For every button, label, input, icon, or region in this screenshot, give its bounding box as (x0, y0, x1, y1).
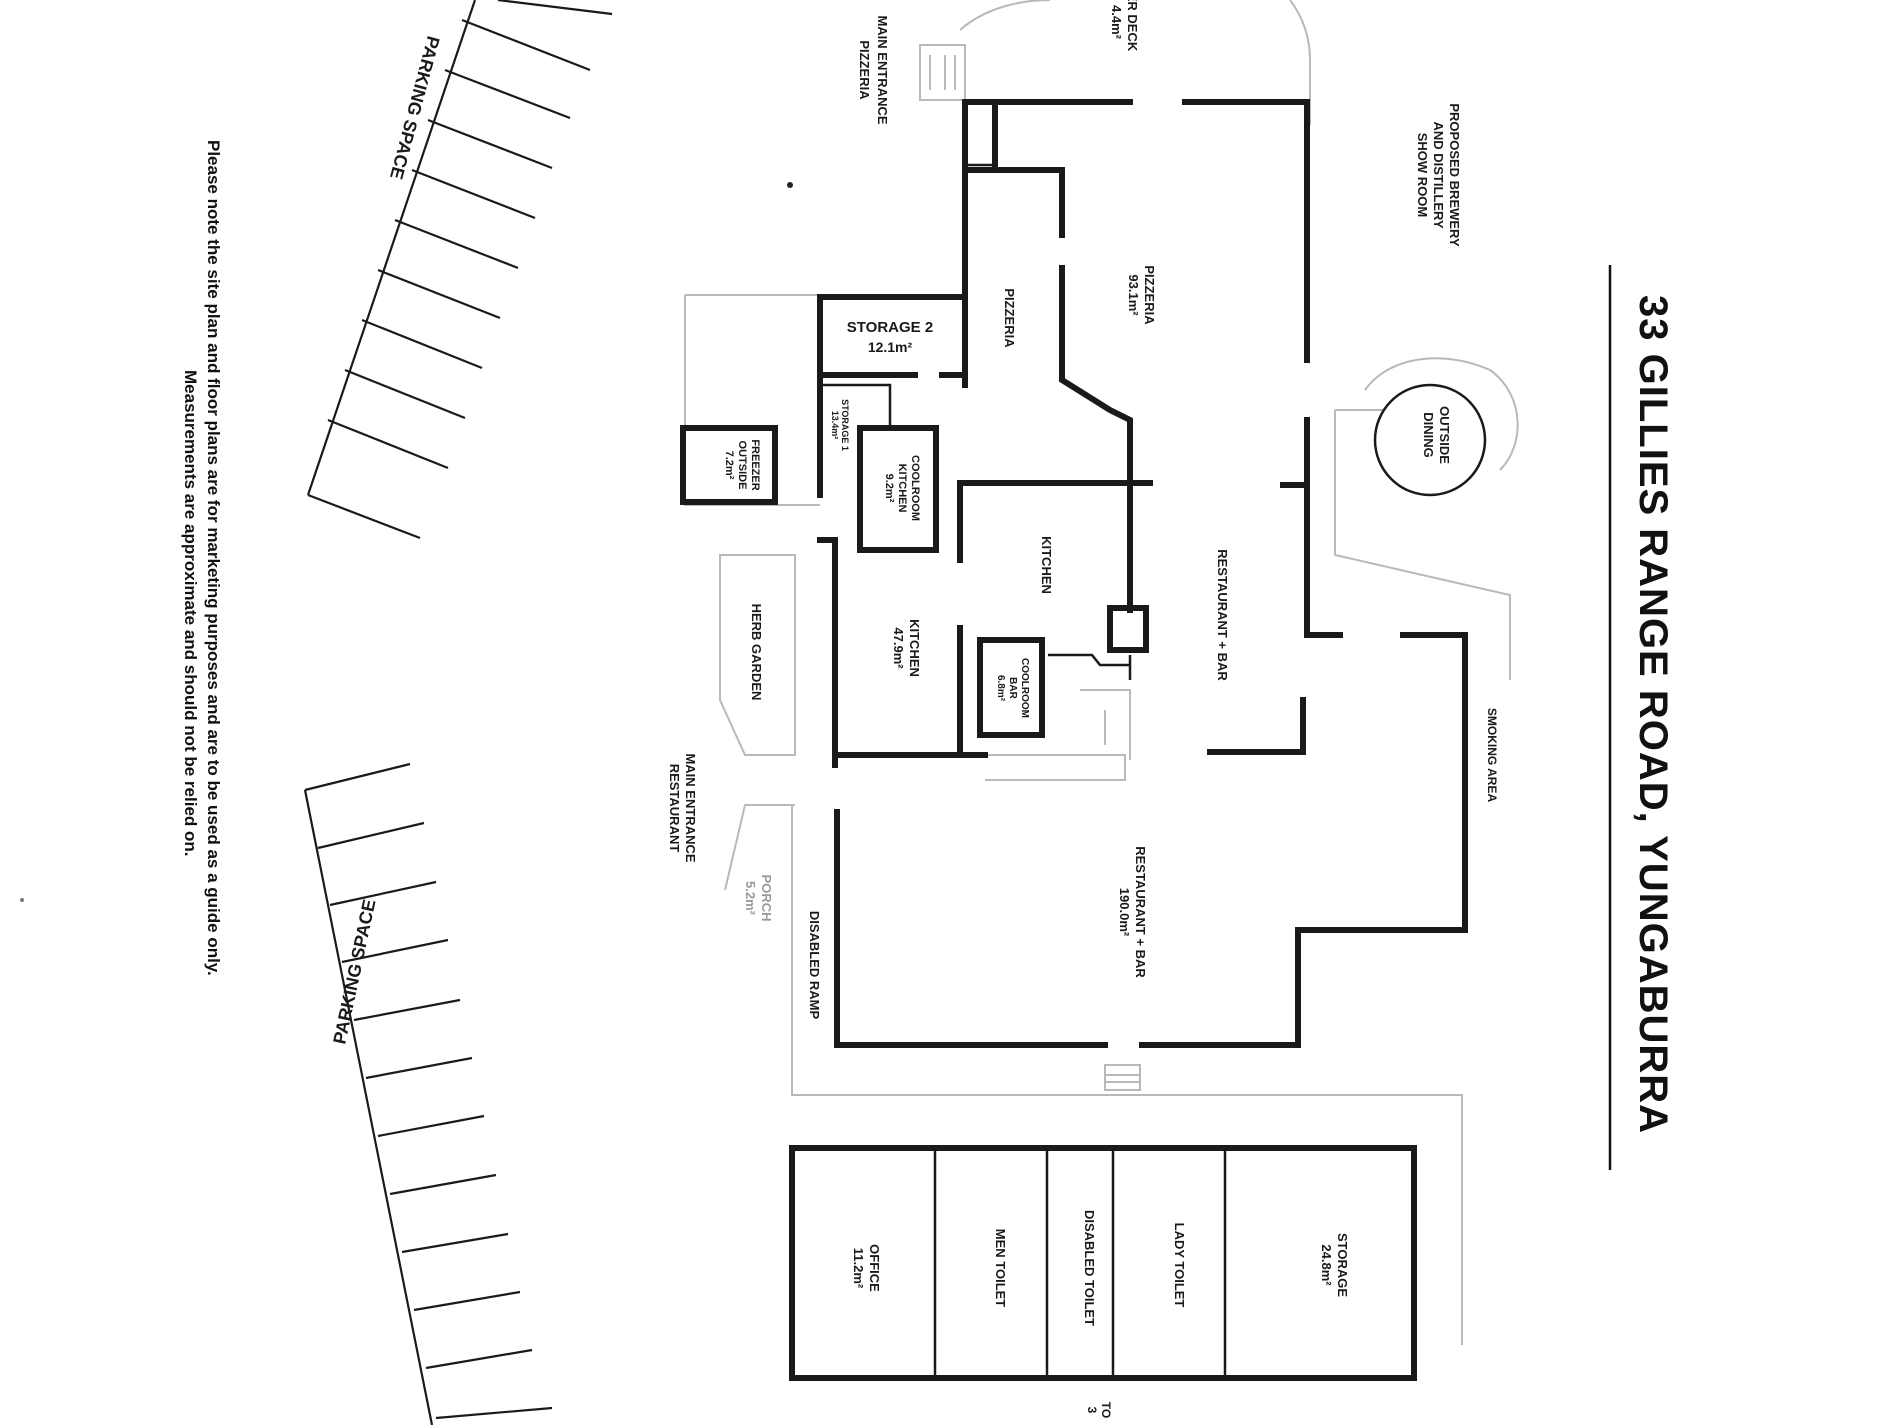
upper-deck-area: 4.4m² (1109, 5, 1124, 40)
outside-dining-circle (1373, 383, 1487, 497)
storage-1-label: STORAGE 1 (840, 399, 850, 451)
restaurant-bar-area-label: RESTAURANT + BAR (1133, 846, 1148, 978)
porch-label: PORCH (759, 875, 774, 922)
restaurant-bar-label: RESTAURANT + BAR (1215, 549, 1230, 681)
coolroom-kitchen-label-2: KITCHEN (896, 464, 908, 513)
storage-1-area: 13.4m² (830, 411, 840, 440)
office-label: OFFICE (867, 1244, 882, 1292)
smoking-area-label: SMOKING AREA (1485, 708, 1499, 803)
porch-area: 5.2m² (743, 881, 758, 916)
disabled-ramp-label: DISABLED RAMP (807, 911, 822, 1020)
pizzeria-label: PIZZERIA (1002, 288, 1017, 348)
freezer-area: 7.2m² (723, 451, 735, 480)
kitchen-area-label: KITCHEN (907, 619, 922, 677)
brewery-label: PROPOSED BREWERY (1447, 103, 1462, 247)
disabled-toilet-label: DISABLED TOILET (1082, 1210, 1097, 1326)
coolroom-bar-label-2: BAR (1007, 677, 1018, 699)
restaurant-bar-area-value: 190.0m² (1117, 888, 1132, 937)
pizzeria-area-value: 93.1m² (1126, 274, 1141, 316)
parking-label-upper: PARKING SPACE (386, 34, 443, 182)
outside-dining-label-2: DINING (1421, 412, 1436, 458)
upper-deck-label: ER DECK (1125, 0, 1140, 52)
outside-dining-label: OUTSIDE (1437, 406, 1452, 464)
storage-area: 24.8m² (1319, 1244, 1334, 1286)
marker-dot (20, 898, 24, 902)
disclaimer-line-2: Measurements are approximate and should … (181, 370, 200, 857)
storage-label: STORAGE (1335, 1233, 1350, 1297)
main-entrance-pizzeria-label: MAIN ENTRANCE (875, 15, 890, 124)
parking-upper (306, 0, 613, 540)
herb-garden-label: HERB GARDEN (749, 604, 764, 701)
coolroom-bar-area: 6.8m² (995, 675, 1006, 702)
amenities-block (789, 1145, 1417, 1381)
building-walls (680, 99, 1468, 1048)
marker-dot (787, 182, 793, 188)
men-toilet-label: MEN TOILET (993, 1229, 1008, 1308)
edge-label-2: 3 (1085, 1407, 1099, 1414)
parking-lower (303, 762, 553, 1425)
lady-toilet-label: LADY TOILET (1172, 1223, 1187, 1308)
kitchen-label: KITCHEN (1039, 536, 1054, 594)
coolroom-kitchen-label: COOLROOM (909, 455, 921, 521)
main-entrance-restaurant-label: MAIN ENTRANCE (683, 753, 698, 862)
storage-2-area: 12.1m² (868, 339, 913, 355)
office-area: 11.2m² (851, 1248, 866, 1289)
main-entrance-pizzeria-label-2: PIZZERIA (857, 40, 872, 100)
disclaimer-line-1: Please note the site plan and floor plan… (204, 140, 223, 976)
edge-label: TO (1099, 1402, 1113, 1418)
coolroom-kitchen-area: 9.2m² (883, 474, 895, 503)
coolroom-bar-label: COOLROOM (1019, 658, 1030, 718)
room-labels: MAIN ENTRANCE PIZZERIA ER DECK 4.4m² PRO… (667, 0, 1499, 1418)
storage-2-label: STORAGE 2 (847, 319, 933, 336)
brewery-label-2: AND DISTILLERY (1431, 121, 1446, 228)
pizzeria-area-label: PIZZERIA (1142, 265, 1157, 325)
site-outlines (684, 0, 1519, 1345)
main-entrance-restaurant-label-2: RESTAURANT (667, 764, 682, 853)
parking-label-lower: PARKING SPACE (329, 898, 379, 1046)
kitchen-area-value: 47.9m² (891, 627, 906, 669)
freezer-label: FREEZER (749, 439, 761, 490)
page-title: 33 GILLIES RANGE ROAD, YUNGABURRA (1631, 295, 1675, 1134)
brewery-label-3: SHOW ROOM (1415, 133, 1430, 218)
freezer-label-2: OUTSIDE (736, 441, 748, 490)
